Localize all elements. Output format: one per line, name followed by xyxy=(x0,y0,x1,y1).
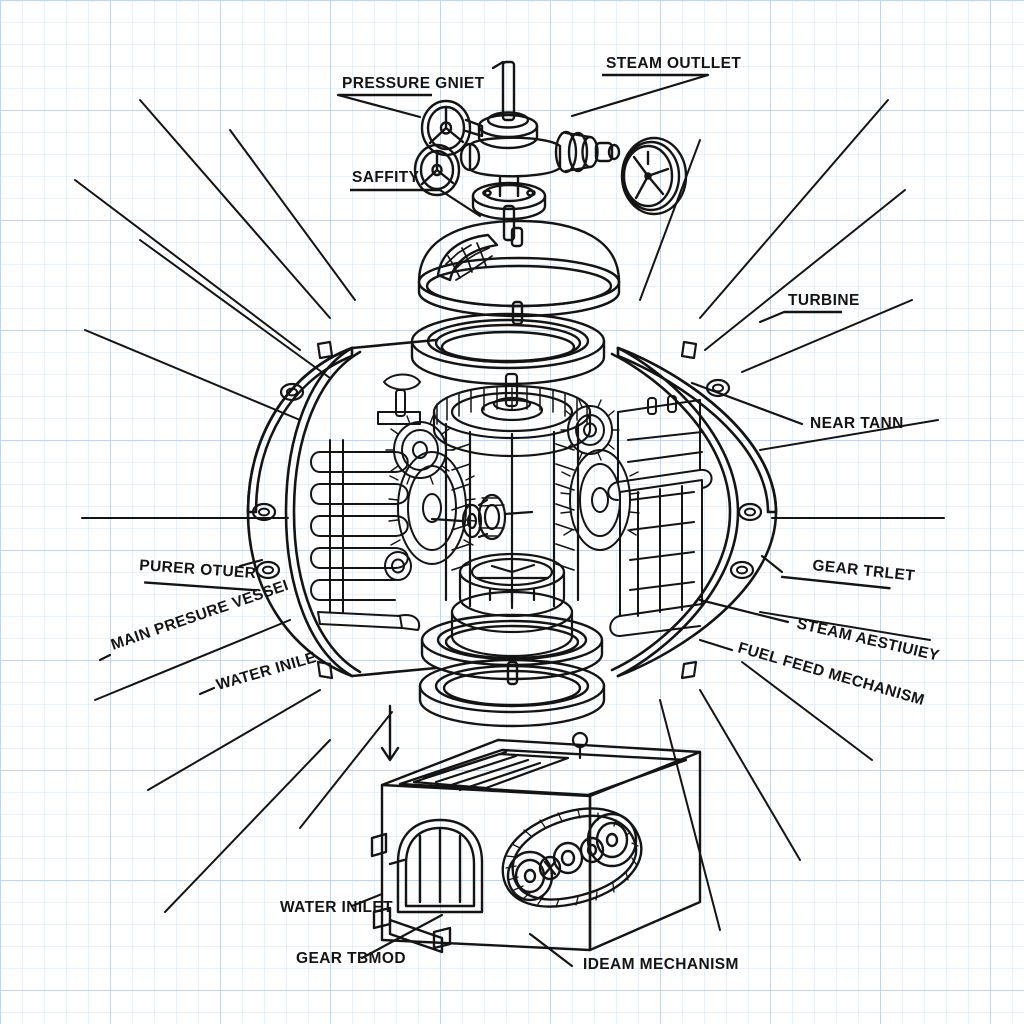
leader-line-ideam-mechanism xyxy=(528,932,574,968)
label-text-ideam-mechanism: IDEAM MECHANISM xyxy=(583,956,739,973)
assembly-direction-arrow xyxy=(380,704,400,762)
leader-line-water-inilet-bottom xyxy=(350,892,384,908)
callout-ray-17 xyxy=(741,661,873,761)
leader-line-pressure-outlet xyxy=(336,93,422,119)
label-text-gear-tbmod: GEAR TBMOD xyxy=(296,950,406,967)
callout-ray-9 xyxy=(299,711,393,829)
callout-ray-11 xyxy=(699,99,889,319)
leader-line-steam-outlet xyxy=(570,73,710,118)
label-steam-outlet[interactable]: STEAM OUTLLET xyxy=(570,55,741,118)
label-text-steam-outlet: STEAM OUTLLET xyxy=(606,55,741,72)
callout-ray-2 xyxy=(74,179,301,351)
label-gear-tbmod[interactable]: GEAR TBMOD xyxy=(296,913,444,967)
spindle-bevel-gears xyxy=(430,493,534,541)
label-text-pressure-outlet: PRESSURE GNIET xyxy=(342,75,485,92)
firebox-unit xyxy=(370,738,702,954)
label-ideam-mechanism[interactable]: IDEAM MECHANISM xyxy=(528,932,739,973)
label-water-inilet-bottom[interactable]: WATER INILET xyxy=(280,892,393,916)
callout-ray-13 xyxy=(741,299,913,373)
label-saffity[interactable]: SAFFITY xyxy=(350,169,482,218)
leader-line-fuel-feed-mechanism xyxy=(698,638,734,652)
label-near-tann[interactable]: NEAR TANN xyxy=(690,381,904,432)
steam-valve-assembly xyxy=(413,60,621,242)
leader-line-near-tann xyxy=(690,381,804,426)
leader-line-gear-trlet xyxy=(760,554,784,574)
callout-ray-1 xyxy=(229,129,356,301)
callout-ray-0 xyxy=(139,99,331,319)
right-shell xyxy=(610,340,778,680)
label-text-near-tann: NEAR TANN xyxy=(810,415,904,432)
lower-flange-rings xyxy=(418,613,606,728)
left-shell xyxy=(246,338,438,680)
leader-line-main-presure-vessel xyxy=(98,653,112,662)
callout-ray-16 xyxy=(759,611,931,641)
pressure-gauge xyxy=(620,136,688,216)
leader-line-purer-otuer xyxy=(238,558,264,568)
left-shell-tabs xyxy=(316,340,334,680)
callout-ray-group xyxy=(74,99,945,931)
callout-ray-8 xyxy=(164,739,331,913)
callout-ray-10 xyxy=(639,139,701,301)
belt-drive xyxy=(501,807,643,908)
callout-ray-14 xyxy=(759,419,939,451)
leader-line-saffity xyxy=(438,188,482,218)
dome-lid xyxy=(417,219,621,326)
label-underline-gear-trlet xyxy=(780,575,891,590)
leader-line-water-inile xyxy=(198,686,216,696)
burner-frame xyxy=(607,395,713,637)
callout-ray-4 xyxy=(84,329,301,421)
label-pressure-outlet[interactable]: PRESSURE GNIET xyxy=(336,75,485,119)
callout-ray-18 xyxy=(699,689,801,861)
callout-ray-7 xyxy=(147,689,321,791)
label-text-saffity: SAFFITY xyxy=(352,169,420,186)
turbine-gear-core xyxy=(430,372,592,658)
right-gear-cluster xyxy=(560,395,713,637)
loose-fastener xyxy=(571,731,589,760)
label-text-water-inilet-bottom: WATER INILET xyxy=(280,899,393,916)
coil-pipe-bundle xyxy=(310,439,421,631)
callout-ray-19 xyxy=(659,699,721,931)
callout-ray-12 xyxy=(704,189,906,351)
firebox-tubes xyxy=(412,750,570,792)
firebox-door xyxy=(396,818,484,914)
assembly-drawing xyxy=(246,60,778,954)
leader-line-gear-tbmod xyxy=(360,913,444,960)
left-gear-cluster xyxy=(310,373,476,631)
label-underline-purer-otuer xyxy=(144,581,257,592)
callout-ray-6 xyxy=(94,619,291,701)
label-turbine[interactable]: TURBINE xyxy=(758,292,860,324)
right-shell-tabs xyxy=(680,340,698,680)
callout-ray-3 xyxy=(139,239,331,379)
crown-gear-teeth xyxy=(436,387,588,425)
leader-line-turbine xyxy=(758,310,786,324)
label-text-turbine: TURBINE xyxy=(788,292,860,309)
leader-line-steam-aestiuiey xyxy=(698,598,790,624)
